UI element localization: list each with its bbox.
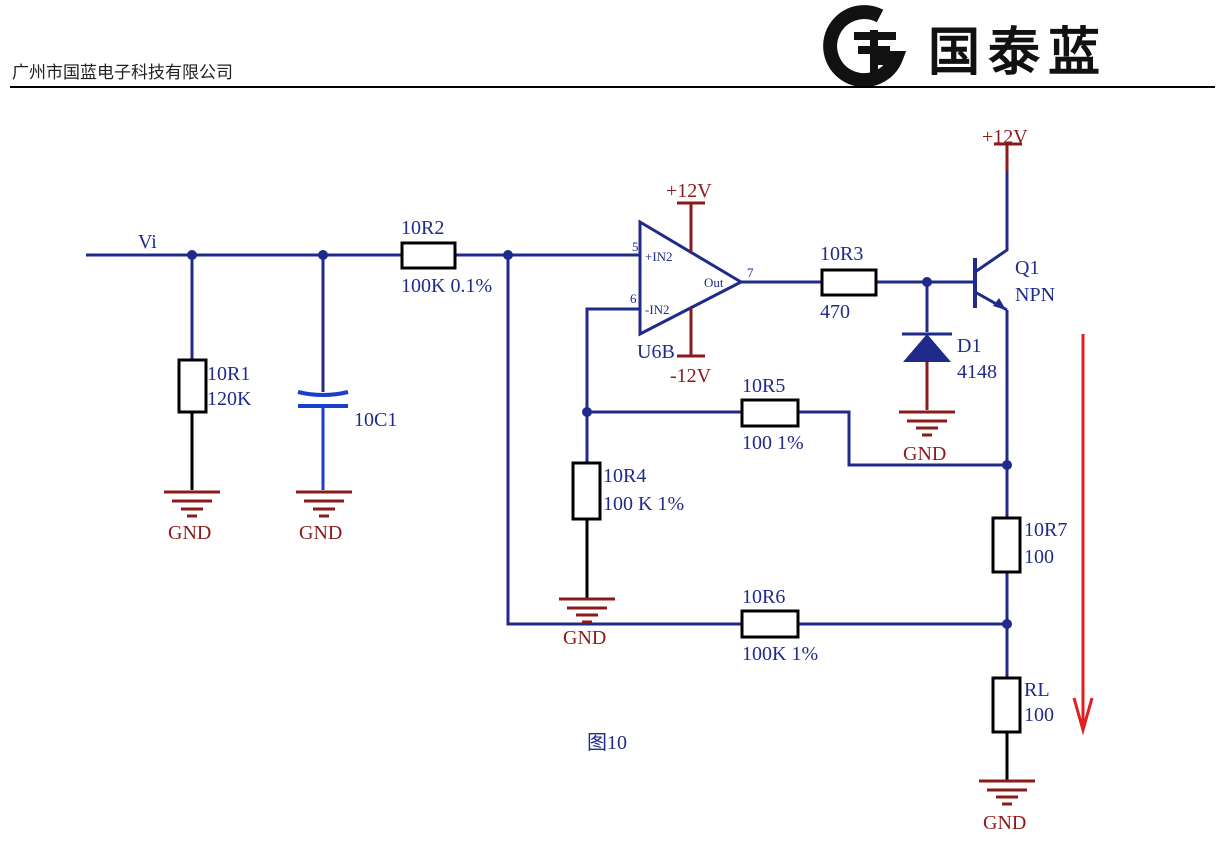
opamp-u6b: [638, 201, 745, 358]
diode-d1: [902, 332, 952, 410]
rl-value: 100: [1024, 704, 1054, 726]
r4-value: 100 K 1%: [603, 493, 684, 515]
pin5-label: 5: [632, 239, 639, 254]
c1-ref: 10C1: [354, 409, 397, 431]
ground-icon: [899, 410, 955, 437]
pin6-label: 6: [630, 291, 637, 306]
q1-ref: Q1: [1015, 257, 1039, 279]
figure-caption: 图10: [587, 732, 627, 754]
q1-value: NPN: [1015, 284, 1055, 306]
logo-g-icon: [823, 5, 907, 88]
resistor-r5: [740, 398, 800, 428]
gnd-label: GND: [563, 627, 606, 649]
resistor-rl: [991, 676, 1022, 734]
opamp-vcc-label: +12V: [666, 180, 712, 202]
capacitor-c1: [297, 390, 349, 490]
ground-icon: [979, 779, 1035, 806]
header-divider: [10, 86, 1215, 88]
transistor-q1: [973, 142, 1022, 312]
r3-ref: 10R3: [820, 243, 863, 265]
r7-value: 100: [1024, 546, 1054, 568]
junction-dots: [187, 250, 1012, 629]
resistor-r6: [740, 609, 800, 639]
ground-icon: [559, 597, 615, 624]
company-name: 广州市国蓝电子科技有限公司: [12, 63, 233, 83]
r2-ref: 10R2: [401, 217, 444, 239]
out-label: Out: [704, 275, 724, 290]
resistor-r2: [400, 241, 457, 270]
brand-name: 国泰蓝: [928, 22, 1109, 83]
resistor-r7: [991, 516, 1022, 574]
resistor-r3: [820, 268, 878, 297]
resistor-r4: [571, 461, 602, 521]
r7-ref: 10R7: [1024, 519, 1067, 541]
gnd-label: GND: [983, 812, 1026, 834]
resistor-r1: [177, 358, 208, 414]
r5-value: 100 1%: [742, 432, 804, 454]
r6-value: 100K 1%: [742, 643, 818, 665]
r1-ref: 10R1: [207, 363, 250, 385]
r5-ref: 10R5: [742, 375, 785, 397]
r2-value: 100K 0.1%: [401, 275, 492, 297]
r3-value: 470: [820, 301, 850, 323]
wires: [86, 253, 1009, 678]
ground-icon: [164, 490, 220, 518]
in-plus-label: +IN2: [645, 249, 673, 264]
opamp-vee-label: -12V: [670, 365, 712, 387]
d1-value: 4148: [957, 361, 997, 383]
pin7-label: 7: [747, 265, 754, 280]
in-minus-label: -IN2: [645, 302, 670, 317]
gnd-label: GND: [299, 522, 342, 544]
gnd-label: GND: [168, 522, 211, 544]
arrow-down-icon: [1072, 334, 1094, 736]
page-header: 广州市国蓝电子科技有限公司 国泰蓝: [0, 0, 1221, 92]
ground-icon: [296, 490, 352, 518]
q1-vcc-label: +12V: [982, 126, 1028, 148]
r4-ref: 10R4: [603, 465, 646, 487]
u6b-label: U6B: [637, 341, 675, 363]
r1-value: 120K: [207, 388, 252, 410]
gnd-label: GND: [903, 443, 946, 465]
d1-ref: D1: [957, 335, 981, 357]
r6-ref: 10R6: [742, 586, 785, 608]
vi-label: Vi: [138, 231, 157, 253]
rl-ref: RL: [1024, 679, 1050, 701]
